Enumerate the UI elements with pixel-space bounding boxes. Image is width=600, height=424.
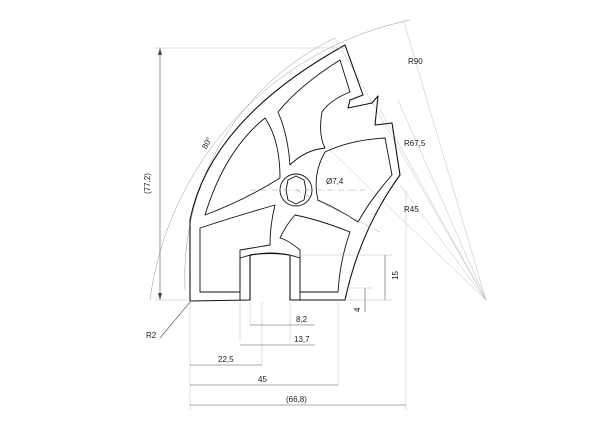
aluminium-profile <box>189 44 401 302</box>
label-15: 15 <box>391 271 400 280</box>
label-4: 4 <box>353 307 362 312</box>
height-arrow-bottom <box>158 293 162 300</box>
centerline-diagonal <box>295 189 381 233</box>
label-height: (77,2) <box>143 173 152 194</box>
label-66-8: (66,8) <box>286 395 307 404</box>
label-r67-5: R67,5 <box>404 139 426 148</box>
height-arrow-top <box>158 48 162 55</box>
label-45: 45 <box>258 375 267 384</box>
r45-leader <box>399 184 487 301</box>
chamber-left-lower <box>199 204 276 293</box>
r90-leader <box>403 21 487 301</box>
label-22-5: 22,5 <box>218 355 234 364</box>
label-13-7: 13,7 <box>294 335 310 344</box>
label-8-2: 8,2 <box>296 315 308 324</box>
bottom-slot <box>239 252 301 300</box>
angle-witness-3 <box>329 149 487 301</box>
label-r45: R45 <box>404 205 419 214</box>
angle-witness-2 <box>379 109 487 301</box>
angle-witness-1 <box>334 37 487 301</box>
chamber-right <box>315 137 393 223</box>
r90-arc <box>149 19 411 301</box>
center-bore <box>285 175 307 205</box>
r67-5-leader <box>397 99 487 301</box>
r2-leader <box>159 301 191 339</box>
label-angle: 80° <box>200 136 214 151</box>
chamber-top <box>277 59 351 166</box>
label-diameter: Ø7,4 <box>326 177 344 186</box>
label-r2: R2 <box>146 331 157 340</box>
angle-arc <box>184 37 336 291</box>
chamber-left-upper <box>204 117 281 216</box>
label-r90: R90 <box>408 57 423 66</box>
